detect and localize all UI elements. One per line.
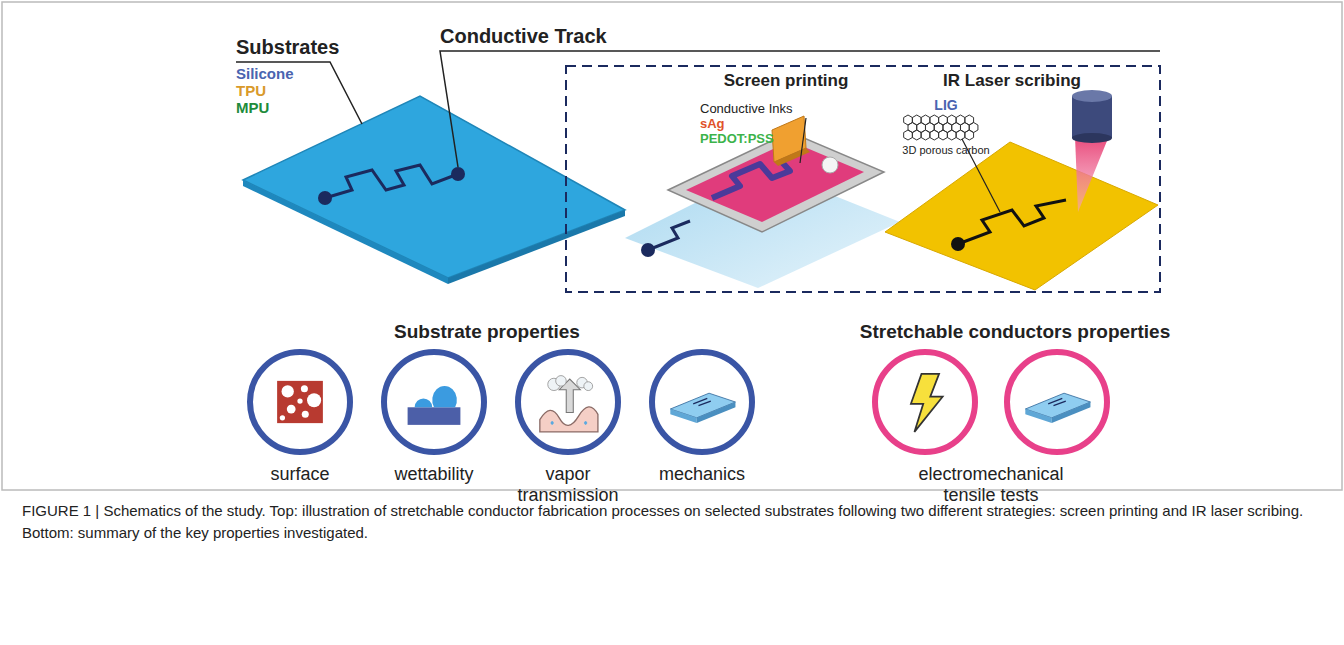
- figure-label: MPU: [236, 100, 269, 117]
- property-ring: [384, 352, 484, 452]
- figure-label: Stretchable conductors properties: [860, 322, 1170, 343]
- porous-carbon-hex: [939, 130, 948, 140]
- figure-label: Substrate properties: [394, 322, 580, 343]
- property-icon: [277, 381, 323, 423]
- figure-caption: FIGURE 1 | Schematics of the study. Top:…: [22, 500, 1322, 544]
- property-label: electromechanical tensile tests: [901, 464, 1081, 505]
- property-ring: [875, 352, 975, 452]
- porous-carbon-hex: [930, 130, 939, 140]
- property-label: mechanics: [640, 464, 765, 485]
- figure-label: Conductive Track: [440, 25, 607, 47]
- porous-carbon-hex: [904, 130, 913, 140]
- property-icon: [408, 386, 461, 425]
- circle-outline: [235, 346, 365, 458]
- figure-label: IR Laser scribing: [943, 72, 1081, 91]
- figure-label: Conductive Inks: [700, 102, 793, 116]
- property-circle: surface: [235, 346, 365, 489]
- property-circle: electromechanical tensile tests: [856, 346, 1126, 510]
- property-circle: mechanics: [637, 346, 767, 489]
- circle-outline: [503, 346, 633, 458]
- property-icon: [1025, 393, 1090, 423]
- property-ring: [518, 352, 618, 452]
- porous-carbon-hex: [947, 130, 956, 140]
- figure-label: Silicone: [236, 66, 294, 83]
- property-ring: [1007, 352, 1107, 452]
- figure-label: 3D porous carbon: [902, 144, 989, 156]
- property-ring: [652, 352, 752, 452]
- property-circle: vapor transmission: [503, 346, 633, 510]
- porous-carbon-hex: [956, 130, 965, 140]
- porous-carbon-hex: [912, 130, 921, 140]
- property-label: wettability: [372, 464, 497, 485]
- property-label: surface: [238, 464, 363, 485]
- figure-label: sAg: [700, 117, 725, 131]
- property-ring: [250, 352, 350, 452]
- porous-carbon-hex: [965, 130, 974, 140]
- circle-outline: [856, 346, 1126, 458]
- property-label: vapor transmission: [506, 464, 631, 505]
- figure-label: TPU: [236, 83, 266, 100]
- figure-label: LIG: [934, 98, 957, 113]
- circle-outline: [369, 346, 499, 458]
- circle-outline: [637, 346, 767, 458]
- figure-label: Screen printing: [724, 72, 849, 91]
- figure-label: Substrates: [236, 36, 339, 58]
- property-icon: [911, 374, 943, 432]
- property-icon: [670, 393, 735, 423]
- figure-label: PEDOT:PSS: [700, 132, 774, 146]
- property-circle: wettability: [369, 346, 499, 489]
- porous-carbon-hex: [921, 130, 930, 140]
- property-icon: [540, 376, 598, 432]
